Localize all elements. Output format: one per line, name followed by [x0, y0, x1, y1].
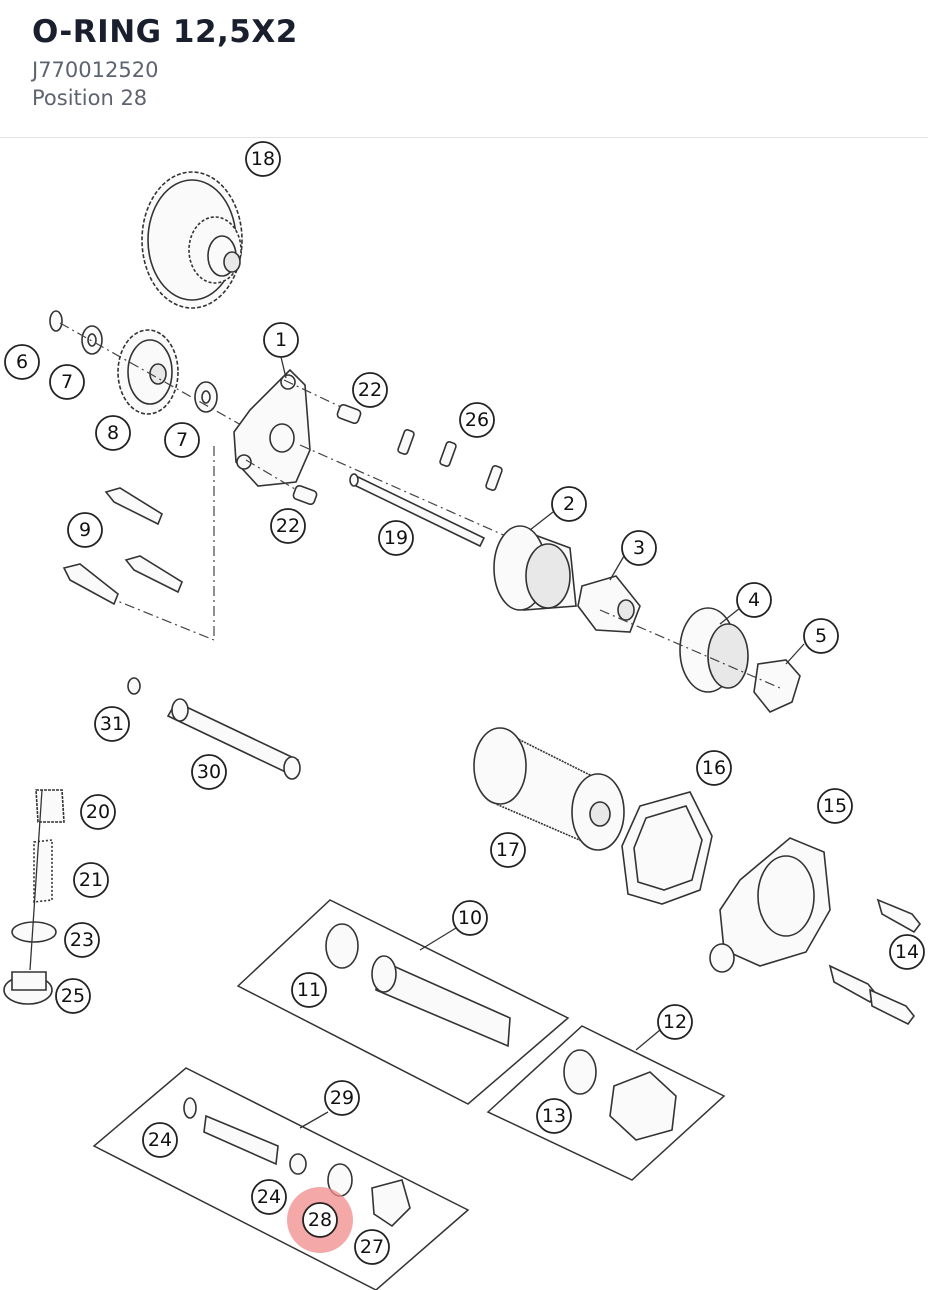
callout-20[interactable]: 20: [80, 794, 116, 830]
part-gear-18: [141, 171, 243, 309]
frame-kit-10: [236, 899, 570, 1105]
svg-text:24: 24: [257, 1186, 281, 1208]
part-shaft-19: [349, 473, 486, 548]
callout-14[interactable]: 14: [889, 934, 925, 970]
callout-5[interactable]: 5: [803, 618, 839, 654]
svg-text:13: 13: [542, 1105, 566, 1127]
callout-11[interactable]: 11: [291, 972, 327, 1008]
callout-31[interactable]: 31: [94, 706, 130, 742]
part-pins-22: [292, 403, 362, 506]
part-gear-8: [49, 310, 251, 431]
part-shaft-30: [127, 677, 301, 780]
callout-22b[interactable]: 22: [270, 508, 306, 544]
svg-text:28: 28: [308, 1209, 332, 1231]
svg-text:12: 12: [663, 1011, 687, 1033]
callout-27[interactable]: 27: [354, 1229, 390, 1265]
frame-kit-12: [486, 1025, 726, 1181]
svg-text:2: 2: [563, 493, 575, 515]
callout-8[interactable]: 8: [95, 415, 131, 451]
svg-text:1: 1: [275, 329, 287, 351]
svg-text:22: 22: [358, 379, 382, 401]
svg-text:3: 3: [633, 537, 645, 559]
svg-text:27: 27: [360, 1236, 384, 1258]
callout-23[interactable]: 23: [64, 922, 100, 958]
callout-26[interactable]: 26: [459, 402, 495, 438]
svg-text:11: 11: [297, 979, 321, 1001]
svg-text:18: 18: [251, 148, 275, 170]
svg-text:15: 15: [823, 795, 847, 817]
part-pins-26: [397, 429, 503, 491]
callout-3[interactable]: 3: [621, 530, 657, 566]
svg-text:5: 5: [815, 625, 827, 647]
callout-4[interactable]: 4: [736, 582, 772, 618]
callout-18[interactable]: 18: [245, 141, 281, 177]
callout-19[interactable]: 19: [378, 520, 414, 556]
svg-text:19: 19: [384, 527, 408, 549]
svg-text:25: 25: [61, 985, 85, 1007]
part-rotor-3: [577, 575, 641, 633]
svg-text:7: 7: [176, 429, 188, 451]
callout-7a[interactable]: 7: [49, 364, 85, 400]
part-rotor-5: [753, 659, 801, 713]
callout-21[interactable]: 21: [73, 862, 109, 898]
callout-1[interactable]: 1: [263, 322, 299, 358]
svg-text:14: 14: [895, 941, 919, 963]
svg-text:30: 30: [197, 761, 221, 783]
frame-kit-29: [92, 1067, 470, 1290]
part-rotor-4: [679, 607, 749, 693]
exploded-parts-diagram: 1 2 3 4 5 6 7 7 8 9 10 11 12 13 14 15 16…: [0, 138, 928, 1290]
part-valve-set-20-25: [3, 789, 65, 1005]
svg-text:10: 10: [458, 907, 482, 929]
product-position: Position 28: [32, 86, 148, 110]
callout-15[interactable]: 15: [817, 788, 853, 824]
callout-6[interactable]: 6: [4, 344, 40, 380]
callout-13[interactable]: 13: [536, 1098, 572, 1134]
callout-28[interactable]: 28: [302, 1202, 338, 1238]
callout-9[interactable]: 9: [67, 512, 103, 548]
product-sku: J770012520: [32, 58, 159, 82]
part-rotor-2: [493, 525, 577, 611]
callout-24a[interactable]: 24: [142, 1122, 178, 1158]
svg-text:9: 9: [79, 519, 91, 541]
part-filter-cover-15: [709, 837, 831, 973]
callout-30[interactable]: 30: [191, 754, 227, 790]
svg-text:7: 7: [61, 371, 73, 393]
callout-17[interactable]: 17: [490, 832, 526, 868]
callout-24b[interactable]: 24: [251, 1179, 287, 1215]
svg-text:20: 20: [86, 801, 110, 823]
svg-text:16: 16: [702, 757, 726, 779]
svg-text:21: 21: [79, 869, 103, 891]
svg-text:31: 31: [100, 713, 124, 735]
callout-25[interactable]: 25: [55, 978, 91, 1014]
svg-text:8: 8: [107, 422, 119, 444]
svg-text:6: 6: [16, 351, 28, 373]
callout-7b[interactable]: 7: [164, 422, 200, 458]
product-title: O-RING 12,5X2: [32, 14, 298, 50]
svg-text:26: 26: [465, 409, 489, 431]
part-bolts-9: [62, 487, 183, 606]
callout-22a[interactable]: 22: [352, 372, 388, 408]
part-bolts-14: [828, 898, 922, 1026]
callout-2[interactable]: 2: [551, 486, 587, 522]
callout-16[interactable]: 16: [696, 750, 732, 786]
callout-10[interactable]: 10: [452, 900, 488, 936]
svg-text:4: 4: [748, 589, 760, 611]
svg-text:24: 24: [148, 1129, 172, 1151]
svg-text:29: 29: [330, 1087, 354, 1109]
svg-text:23: 23: [70, 929, 94, 951]
part-gasket-16: [621, 791, 713, 905]
callout-29[interactable]: 29: [324, 1080, 360, 1116]
svg-text:22: 22: [276, 515, 300, 537]
part-oil-filter-17: [473, 727, 625, 851]
product-header: O-RING 12,5X2 J770012520 Position 28: [0, 0, 928, 138]
svg-text:17: 17: [496, 839, 520, 861]
part-pump-housing-1: [109, 368, 561, 641]
callout-12[interactable]: 12: [657, 1004, 693, 1040]
